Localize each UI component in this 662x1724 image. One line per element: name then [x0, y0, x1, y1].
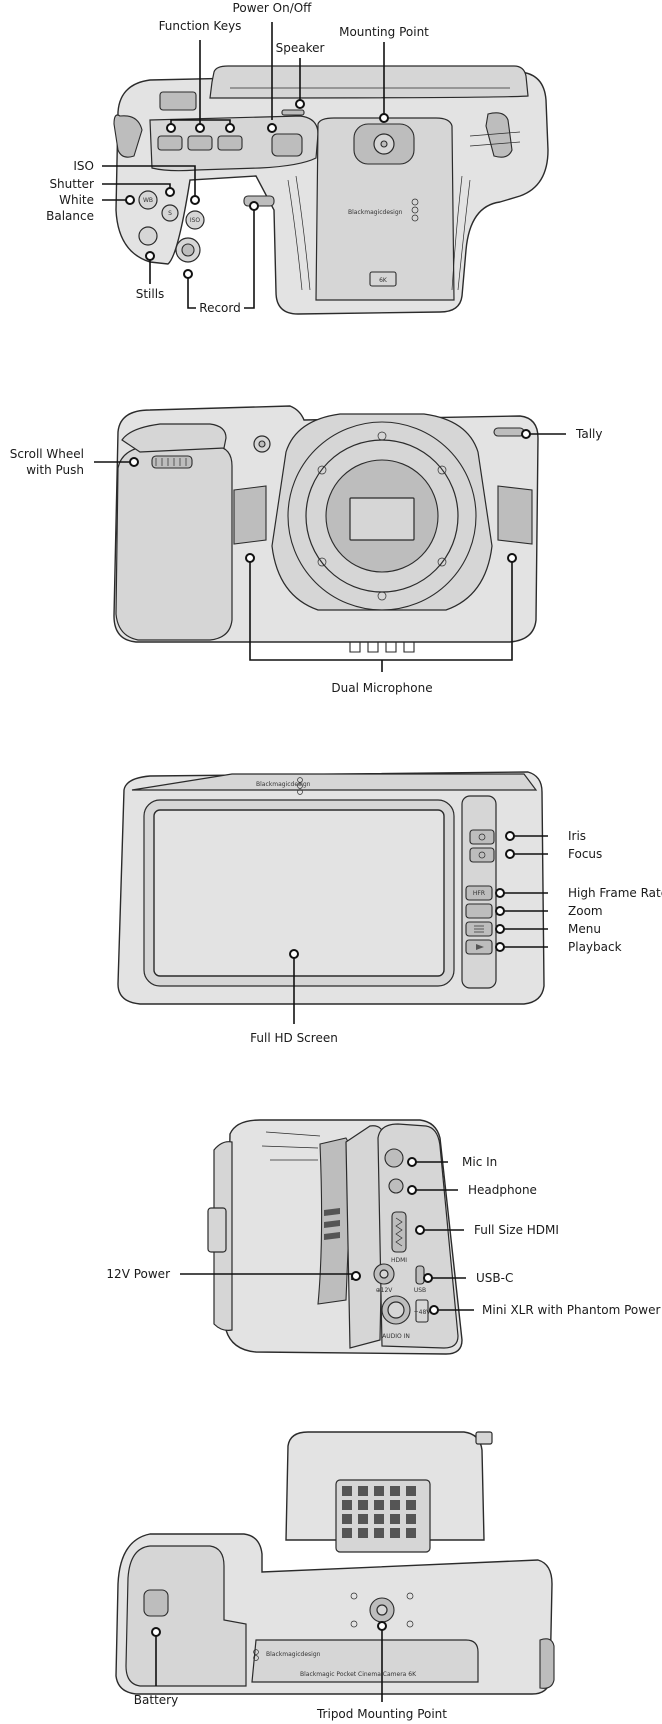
- label-scroll-wheel: Scroll Wheel: [10, 447, 84, 461]
- left-microphone-grille: [233, 485, 267, 545]
- label-hdmi: Full Size HDMI: [474, 1223, 559, 1237]
- bottom-vent-grid: [335, 1479, 431, 1553]
- label-playback: Playback: [568, 940, 622, 954]
- top-view: WB S ISO Blackmagicdesign 6K: [46, 1, 549, 315]
- svg-text:ISO: ISO: [190, 217, 201, 224]
- bottom-camera-illustration: Blackmagicdesign Blackmagic Pocket Cinem…: [115, 1431, 555, 1695]
- label-mini-xlr: Mini XLR with Phantom Power: [482, 1303, 660, 1317]
- label-mic-in: Mic In: [462, 1155, 497, 1169]
- white-balance-button[interactable]: [138, 190, 158, 210]
- label-battery: Battery: [134, 1693, 178, 1707]
- label-zoom: Zoom: [568, 904, 603, 918]
- svg-text:Blackmagic Pocket Cinema Camer: Blackmagic Pocket Cinema Camera 6K: [300, 1671, 417, 1678]
- label-speaker: Speaker: [276, 41, 325, 55]
- zoom-button[interactable]: [465, 903, 493, 919]
- svg-text:Blackmagicdesign: Blackmagicdesign: [266, 1651, 321, 1658]
- front-view: 6K Tally Scroll: [10, 405, 603, 695]
- svg-text:HFR: HFR: [473, 890, 485, 897]
- headphone-port[interactable]: [388, 1178, 404, 1194]
- focus-button[interactable]: [469, 847, 495, 863]
- label-with-push: with Push: [26, 463, 84, 477]
- label-white: White: [59, 193, 94, 207]
- svg-text:+48V: +48V: [414, 1309, 432, 1316]
- label-shutter: Shutter: [49, 177, 94, 191]
- label-balance: Balance: [46, 209, 94, 223]
- rear-camera-illustration: Blackmagicdesign HFR: [117, 771, 545, 1005]
- svg-text:Blackmagicdesign: Blackmagicdesign: [348, 209, 403, 216]
- top-camera-illustration: WB S ISO Blackmagicdesign 6K: [113, 65, 549, 315]
- label-stills: Stills: [136, 287, 165, 301]
- svg-text:S: S: [168, 210, 172, 217]
- bottom-callouts: Battery Tripod Mounting Point: [134, 1621, 447, 1721]
- label-function-keys: Function Keys: [159, 19, 242, 33]
- front-camera-illustration: 6K: [113, 405, 539, 653]
- power-switch[interactable]: [271, 133, 303, 157]
- label-iris: Iris: [568, 829, 586, 843]
- stills-button[interactable]: [138, 226, 158, 246]
- bottom-view: Blackmagicdesign Blackmagic Pocket Cinem…: [115, 1431, 555, 1721]
- rear-view: Blackmagicdesign HFR Ir: [117, 771, 662, 1045]
- label-headphone: Headphone: [468, 1183, 537, 1197]
- battery-door-latch[interactable]: [143, 1589, 169, 1617]
- usb-c-port[interactable]: [415, 1265, 425, 1285]
- tally-light: [493, 427, 525, 437]
- side-camera-illustration: HDMI ⊕12V USB AUDIO IN +48V: [207, 1119, 463, 1355]
- front-callouts: Tally Scroll Wheel with Push Dual Microp…: [10, 427, 603, 695]
- side-callouts: Mic In Headphone Full Size HDMI 12V Powe…: [106, 1155, 660, 1317]
- mic-in-port[interactable]: [384, 1148, 404, 1168]
- label-hfr: High Frame Rate: [568, 886, 662, 900]
- label-mounting-point: Mounting Point: [339, 25, 429, 39]
- shutter-button[interactable]: [161, 204, 179, 222]
- function-key-3[interactable]: [217, 135, 243, 151]
- svg-text:⊕12V: ⊕12V: [376, 1287, 394, 1294]
- label-menu: Menu: [568, 922, 601, 936]
- rear-callouts: Iris Focus High Frame Rate Zoom Menu Pla…: [250, 829, 662, 1045]
- svg-text:WB: WB: [143, 197, 153, 204]
- sensor: [349, 497, 415, 541]
- label-record: Record: [199, 301, 240, 315]
- function-key-1[interactable]: [157, 135, 183, 151]
- svg-text:AUDIO IN: AUDIO IN: [382, 1333, 410, 1340]
- right-microphone-grille: [497, 485, 533, 545]
- cold-shoe: [159, 91, 197, 111]
- svg-text:Blackmagicdesign: Blackmagicdesign: [256, 781, 311, 788]
- full-hd-screen[interactable]: [153, 809, 445, 977]
- function-key-2[interactable]: [187, 135, 213, 151]
- label-full-hd-screen: Full HD Screen: [250, 1031, 338, 1045]
- iso-button[interactable]: [185, 210, 205, 230]
- power-callout-dot: [267, 123, 277, 133]
- hfr-button[interactable]: [465, 885, 493, 901]
- speaker-grille: [281, 109, 305, 116]
- front-dial[interactable]: [243, 195, 275, 207]
- top-callouts: Power On/Off Function Keys Speaker Mount…: [46, 1, 429, 315]
- label-dual-microphone: Dual Microphone: [331, 681, 432, 695]
- label-12v-power: 12V Power: [106, 1267, 170, 1281]
- svg-text:HDMI: HDMI: [391, 1257, 407, 1264]
- label-power: Power On/Off: [233, 1, 313, 15]
- label-tally: Tally: [575, 427, 602, 441]
- side-view: HDMI ⊕12V USB AUDIO IN +48V Mic In Headp…: [106, 1119, 660, 1355]
- iris-button[interactable]: [469, 829, 495, 845]
- label-iso: ISO: [73, 159, 94, 173]
- svg-text:USB: USB: [414, 1287, 426, 1294]
- svg-text:6K: 6K: [379, 277, 388, 284]
- label-usb-c: USB-C: [476, 1271, 513, 1285]
- label-focus: Focus: [568, 847, 602, 861]
- label-tripod-mounting-point: Tripod Mounting Point: [316, 1707, 447, 1721]
